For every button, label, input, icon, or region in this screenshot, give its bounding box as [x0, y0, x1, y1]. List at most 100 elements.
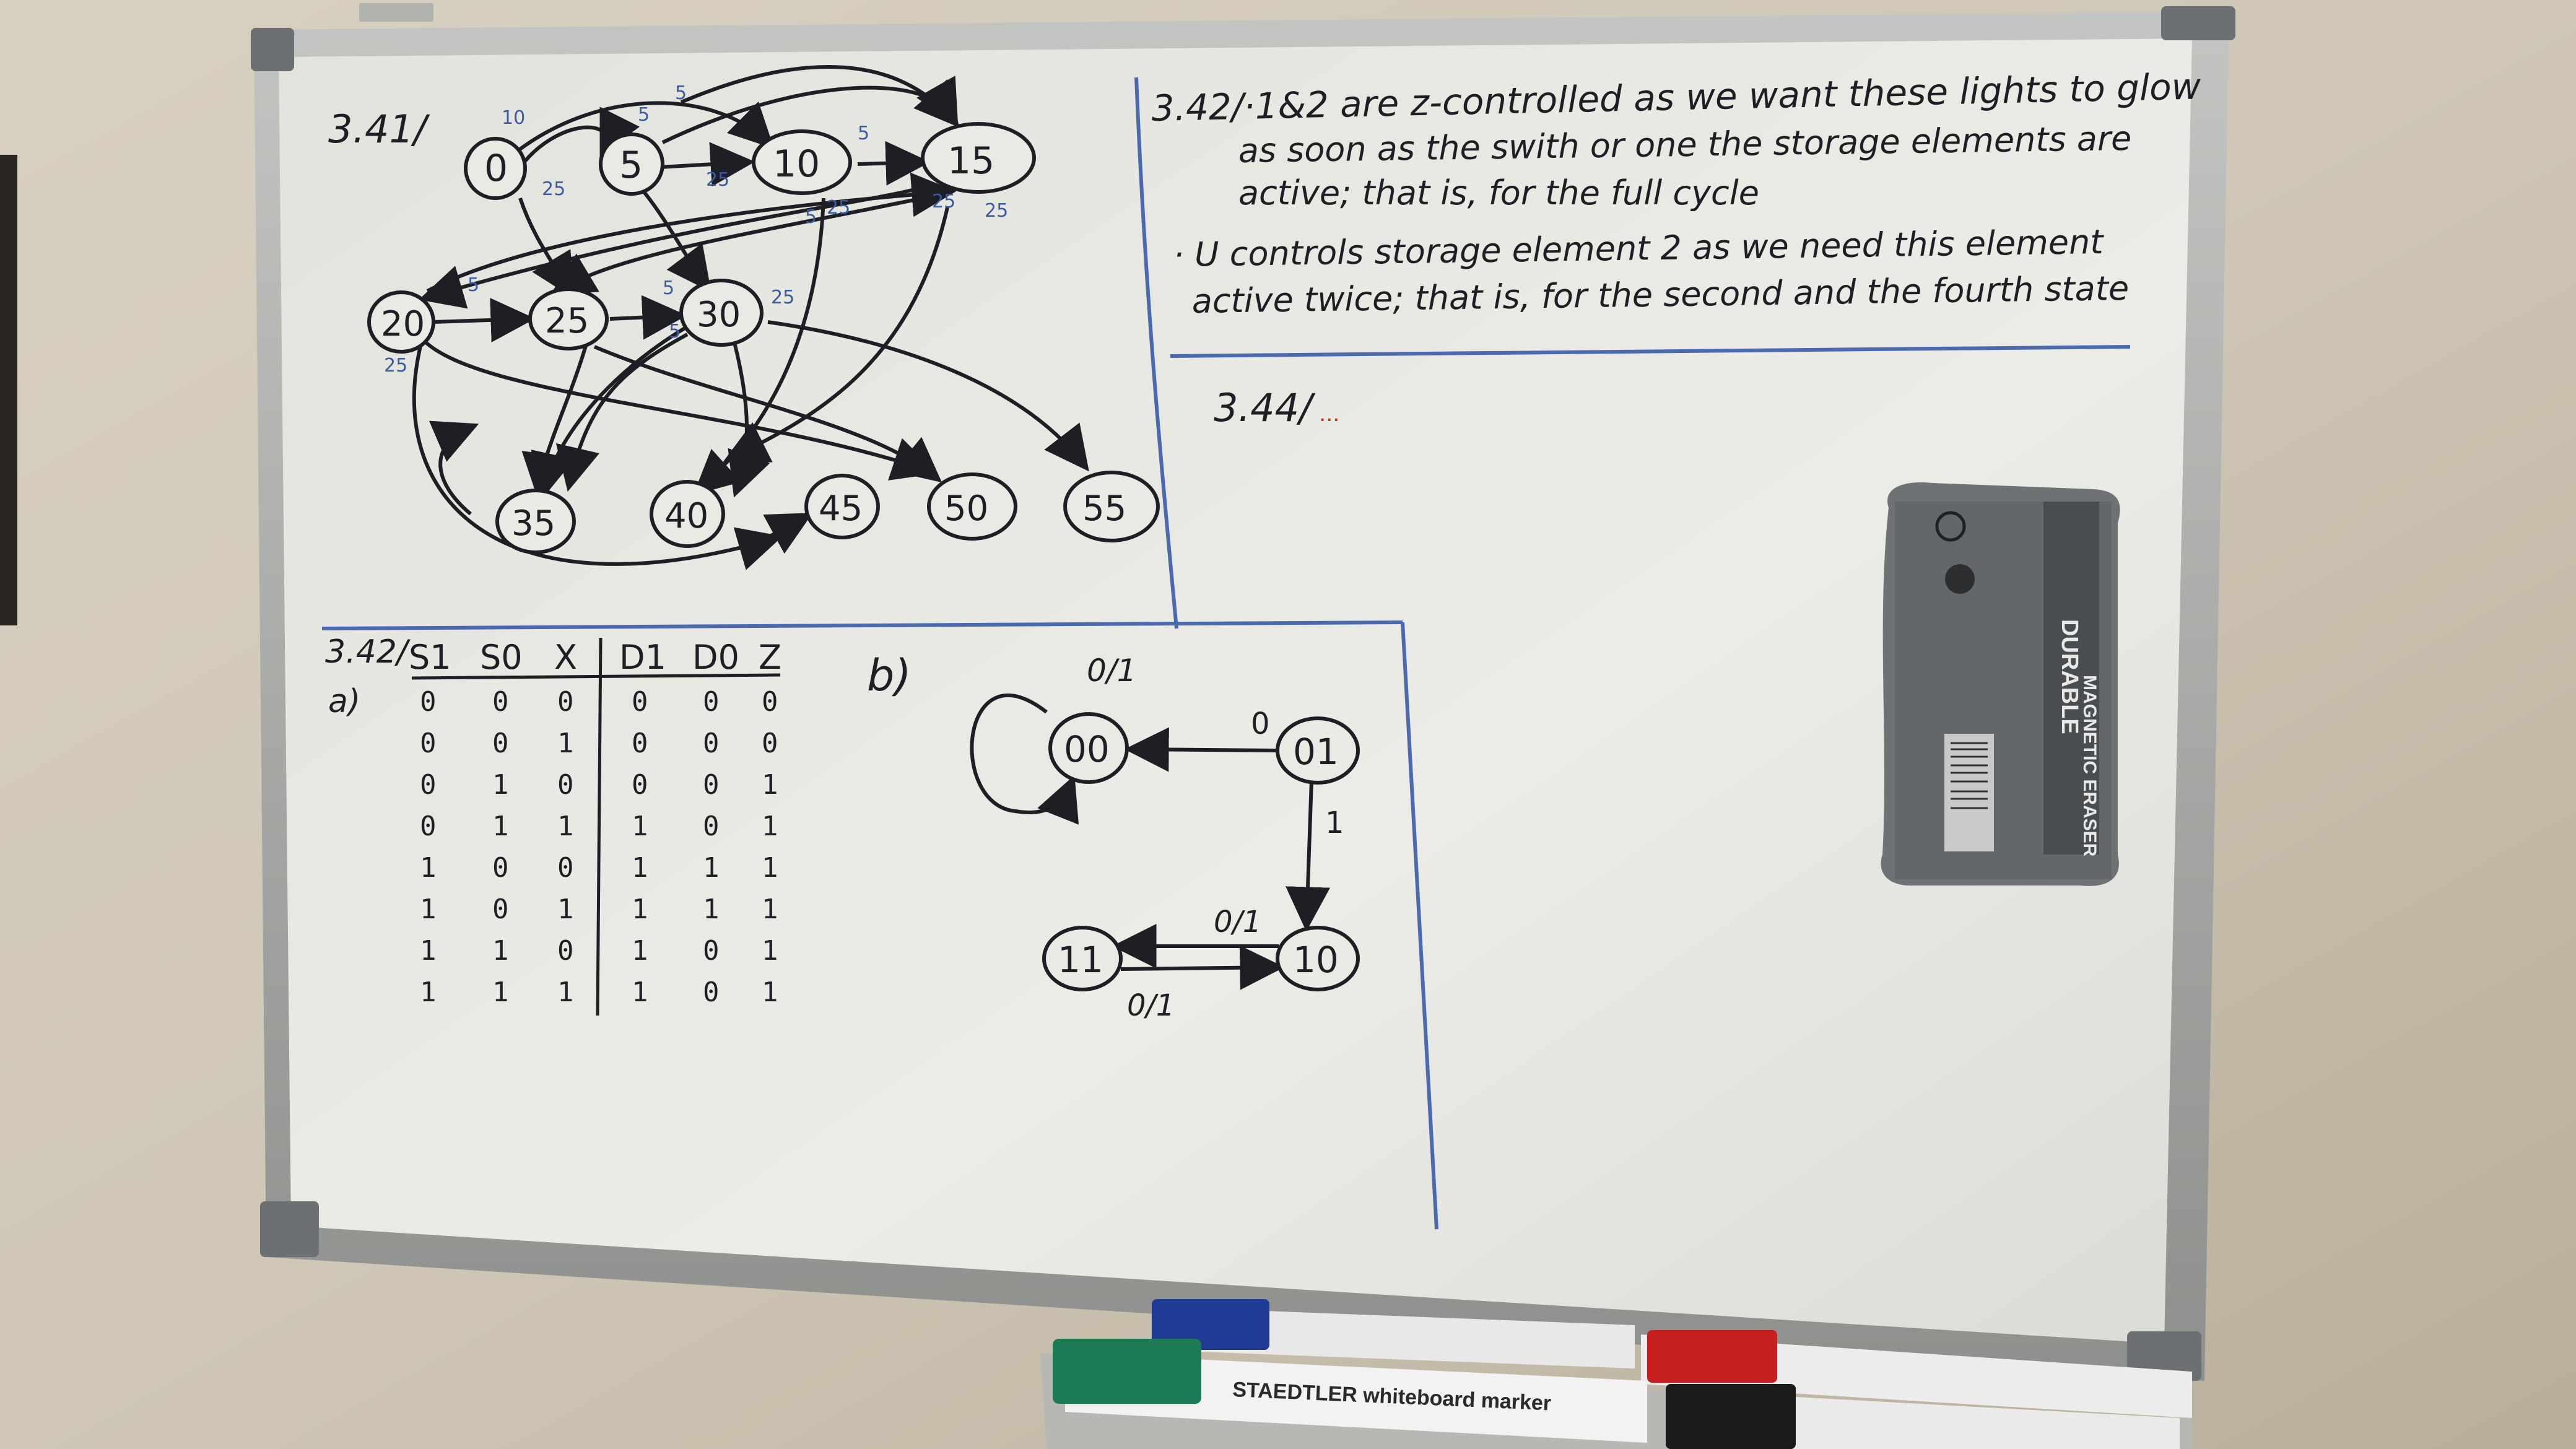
eraser-barcode [1944, 734, 1994, 851]
problem-344-trail: ... [1319, 399, 1339, 427]
svg-text:40: 40 [664, 496, 708, 536]
svg-text:1: 1 [762, 811, 778, 842]
svg-text:55: 55 [1082, 489, 1126, 529]
fsm-state-00: 00 [1048, 712, 1129, 784]
edge-01-00 [1124, 727, 1276, 772]
svg-text:0: 0 [420, 811, 437, 842]
magnetic-eraser: DURABLE MAGNETIC ERASER [1881, 482, 2120, 886]
svg-text:1: 1 [762, 852, 778, 884]
label-01-00: 0 [1251, 707, 1270, 741]
red-marker [1641, 1330, 2192, 1418]
self-loop-00 [970, 693, 1079, 825]
svg-text:0: 0 [703, 935, 720, 967]
svg-text:1: 1 [703, 894, 720, 925]
svg-text:45: 45 [819, 489, 863, 529]
svg-text:0: 0 [632, 728, 648, 759]
svg-text:30: 30 [697, 295, 741, 335]
label-self-loop: 0/1 [1087, 653, 1136, 689]
svg-text:D1: D1 [619, 638, 666, 677]
truth-table: 3.42/ a) S1 S0 X D1 D0 Z 0 0 0 0 0 0 0 0 1 0 0 0 0… [325, 633, 781, 1016]
fsm-edges [970, 693, 1330, 990]
state-node-50: 50 [927, 472, 1017, 541]
svg-text:5: 5 [805, 206, 817, 228]
problem-341-graph: 3.41/ [328, 65, 1160, 570]
label-01-10: 1 [1325, 806, 1344, 840]
state-node-0: 0 [464, 137, 527, 200]
state-node-35: 35 [495, 489, 576, 554]
svg-text:1: 1 [557, 728, 574, 759]
svg-text:1: 1 [557, 811, 574, 842]
eraser-label: MAGNETIC ERASER [2079, 675, 2100, 857]
svg-text:00: 00 [1064, 728, 1110, 770]
board-dividers [321, 77, 2131, 1230]
table-heading: 3.42/ [325, 633, 411, 671]
svg-text:1: 1 [762, 894, 778, 925]
whiteboard-frame [251, 3, 2235, 1381]
state-node-20: 20 [367, 290, 435, 354]
svg-text:0: 0 [557, 769, 574, 801]
table-header: S1 S0 X D1 D0 Z [409, 638, 781, 677]
black-marker [1666, 1384, 2180, 1449]
svg-text:25: 25 [932, 191, 955, 212]
svg-text:1: 1 [420, 852, 437, 884]
svg-text:0: 0 [762, 728, 778, 759]
fsm-nodes: 00 01 10 11 [1042, 712, 1360, 991]
state-node-40: 40 [650, 480, 725, 548]
svg-text:35: 35 [511, 503, 555, 544]
svg-text:0: 0 [703, 686, 720, 718]
state-node-55: 55 [1063, 471, 1160, 542]
svg-text:0: 0 [484, 147, 508, 190]
graph-edge-labels: 10 5 25 5 25 25 5 25 5 5 25 5 5 25 25 5 [384, 82, 1008, 376]
svg-text:1: 1 [632, 852, 648, 884]
svg-text:1: 1 [632, 935, 648, 967]
svg-text:5: 5 [669, 321, 681, 342]
state-node-5: 5 [599, 133, 664, 196]
svg-text:1: 1 [557, 977, 574, 1008]
svg-text:25: 25 [545, 301, 589, 341]
svg-text:D0: D0 [692, 638, 739, 677]
svg-text:10: 10 [773, 142, 820, 186]
svg-text:0: 0 [762, 686, 778, 718]
svg-text:25: 25 [542, 178, 565, 200]
svg-text:5: 5 [468, 274, 479, 296]
graph-edges [412, 65, 1089, 570]
svg-text:1: 1 [420, 977, 437, 1008]
label-11-10: 0/1 [1127, 988, 1175, 1023]
eraser-label-panel [2043, 502, 2099, 855]
svg-text:5: 5 [619, 144, 643, 187]
svg-text:0: 0 [420, 686, 437, 718]
notes-line-3: active; that is, for the full cycle [1238, 173, 1759, 212]
eraser-barcode-bars [1951, 742, 1988, 809]
svg-text:S1: S1 [409, 638, 451, 677]
state-node-30: 30 [679, 279, 764, 347]
svg-text:1: 1 [632, 977, 648, 1008]
svg-text:25: 25 [827, 197, 850, 219]
svg-text:0: 0 [557, 686, 574, 718]
svg-text:0: 0 [492, 894, 509, 925]
svg-text:25: 25 [384, 355, 407, 376]
label-10-11: 0/1 [1214, 905, 1261, 939]
svg-text:10: 10 [1293, 939, 1339, 981]
svg-text:1: 1 [492, 769, 509, 801]
edge-11-10 [1120, 945, 1285, 990]
svg-text:25: 25 [706, 169, 729, 191]
state-diagram-b: b) 00 01 10 11 0/1 0 1 0/1 0/1 [867, 650, 1360, 1023]
svg-text:0: 0 [703, 977, 720, 1008]
table-part-label: a) [328, 683, 360, 720]
svg-text:0: 0 [492, 728, 509, 759]
marker-tray: STAEDTLER whiteboard marker [1040, 1299, 2192, 1449]
fsm-state-11: 11 [1042, 926, 1123, 991]
state-node-15: 15 [921, 122, 1036, 194]
state-node-45: 45 [804, 474, 880, 539]
svg-text:5: 5 [663, 277, 674, 299]
svg-text:11: 11 [1058, 939, 1103, 981]
eraser-brand: DURABLE [2056, 619, 2082, 734]
svg-text:0: 0 [703, 728, 720, 759]
svg-text:1: 1 [632, 811, 648, 842]
svg-text:5: 5 [638, 104, 650, 126]
